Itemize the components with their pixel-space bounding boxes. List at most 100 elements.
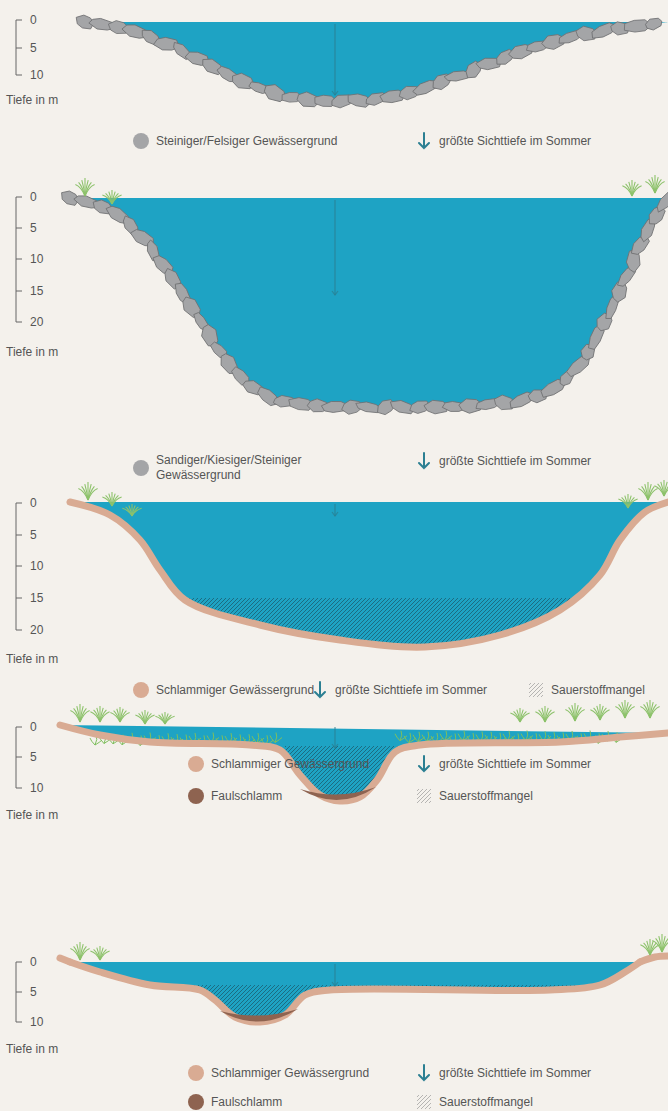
- reed: [662, 940, 668, 952]
- depth-tick: 15: [30, 591, 43, 605]
- legend-text: Sandiger/Kiesiger/Steiniger Gewässergrun…: [156, 453, 331, 483]
- water-body: [60, 725, 668, 801]
- scale-tick: [16, 566, 22, 567]
- depth-tick: 5: [30, 41, 37, 55]
- reed: [650, 706, 660, 718]
- legend-text: größte Sichttiefe im Sommer: [439, 1066, 591, 1081]
- legend-text: Sauerstoffmangel: [551, 683, 645, 698]
- legend-item: Steiniger/Felsiger Gewässergrund: [133, 133, 337, 149]
- axis-unit: Tiefe in m: [6, 652, 58, 666]
- mud-bank: [640, 956, 668, 962]
- legend-item: Faulschlamm: [188, 1094, 282, 1110]
- water-plant: [395, 731, 407, 741]
- water-plant: [270, 733, 282, 743]
- visibility-arrow: [334, 727, 335, 748]
- reed: [80, 710, 90, 722]
- legend-text: Sauerstoffmangel: [439, 1095, 533, 1110]
- arrow-head: [332, 982, 338, 986]
- depth-tick: 5: [30, 221, 37, 235]
- visibility-arrow: [334, 964, 335, 986]
- sludge: [220, 1009, 298, 1022]
- scale-tick: [16, 598, 22, 599]
- lake-section: [60, 700, 668, 806]
- legend-arrow: [416, 1064, 432, 1082]
- axis-unit: Tiefe in m: [6, 1042, 58, 1056]
- axis-unit: Tiefe in m: [6, 345, 58, 359]
- water-plant: [252, 733, 264, 743]
- arrow-head: [332, 91, 338, 95]
- legend-text: Faulschlamm: [211, 1095, 282, 1110]
- legend-text: größte Sichttiefe im Sommer: [439, 757, 591, 772]
- reed: [655, 181, 665, 193]
- stone: [644, 16, 663, 32]
- legend-text: Schlammiger Gewässergrund: [211, 1066, 369, 1081]
- depth-tick: 20: [30, 623, 43, 637]
- scale-tick: [16, 20, 22, 21]
- legend-text: Schlammiger Gewässergrund: [156, 683, 314, 698]
- legend-item: Sauerstoffmangel: [528, 682, 645, 698]
- mud-bank: [60, 958, 70, 962]
- scale-tick: [16, 291, 22, 292]
- depth-tick: 0: [30, 720, 37, 734]
- scale-tick: [16, 75, 22, 76]
- scale-tick: [16, 992, 22, 993]
- reed: [145, 715, 155, 724]
- scale-tick: [16, 535, 22, 536]
- legend-item: Faulschlamm: [188, 788, 282, 804]
- arrow-head: [332, 291, 338, 295]
- reed: [648, 488, 658, 500]
- legend-swatch: [133, 133, 149, 149]
- reed: [664, 486, 668, 496]
- scale-tick: [16, 322, 22, 323]
- depth-tick: 5: [30, 985, 37, 999]
- depth-tick: 5: [30, 750, 37, 764]
- depth-tick: 0: [30, 13, 37, 27]
- reed: [85, 184, 95, 196]
- depth-tick: 20: [30, 315, 43, 329]
- scale-tick: [16, 962, 22, 963]
- depth-tick: 0: [30, 955, 37, 969]
- depth-tick: 0: [30, 190, 37, 204]
- reed: [575, 709, 585, 721]
- mud-bed: [60, 725, 668, 801]
- stone: [262, 81, 289, 104]
- legend-item: größte Sichttiefe im Sommer: [416, 132, 591, 150]
- legend-item: größte Sichttiefe im Sommer: [416, 1064, 591, 1082]
- arrow-head: [332, 744, 338, 748]
- legend-swatch: [188, 788, 204, 804]
- legend-arrow: [312, 681, 328, 699]
- scale-tick: [16, 1022, 22, 1023]
- scale-tick: [16, 727, 22, 728]
- scale-tick: [16, 228, 22, 229]
- water-body: [70, 962, 640, 1022]
- scale-tick: [16, 197, 22, 198]
- reed: [628, 499, 638, 508]
- scale-tick: [16, 630, 22, 631]
- reed: [600, 710, 610, 720]
- mud-bed: [70, 962, 640, 1022]
- legend-swatch: [133, 460, 149, 476]
- lake-section: [70, 480, 668, 658]
- legend-arrow: [416, 132, 432, 150]
- stone-bed: [60, 188, 668, 416]
- legend-hatch: [416, 788, 432, 804]
- legend-item: Schlammiger Gewässergrund: [188, 756, 369, 772]
- reed: [88, 488, 98, 500]
- visibility-arrow: [334, 24, 335, 95]
- legend-item: Sauerstoffmangel: [416, 788, 533, 804]
- depth-tick: 10: [30, 781, 43, 795]
- reed: [545, 712, 555, 722]
- lake-section: [60, 934, 668, 1025]
- scale-tick: [16, 788, 22, 789]
- legend-text: größte Sichttiefe im Sommer: [335, 683, 487, 698]
- depth-tick: 10: [30, 252, 43, 266]
- depth-tick: 10: [30, 68, 43, 82]
- reed: [165, 716, 175, 724]
- reed: [100, 712, 110, 722]
- mud-bed: [70, 502, 668, 647]
- legend-arrow: [416, 452, 432, 470]
- reed: [112, 195, 122, 204]
- reed: [120, 712, 130, 722]
- stone: [507, 40, 535, 63]
